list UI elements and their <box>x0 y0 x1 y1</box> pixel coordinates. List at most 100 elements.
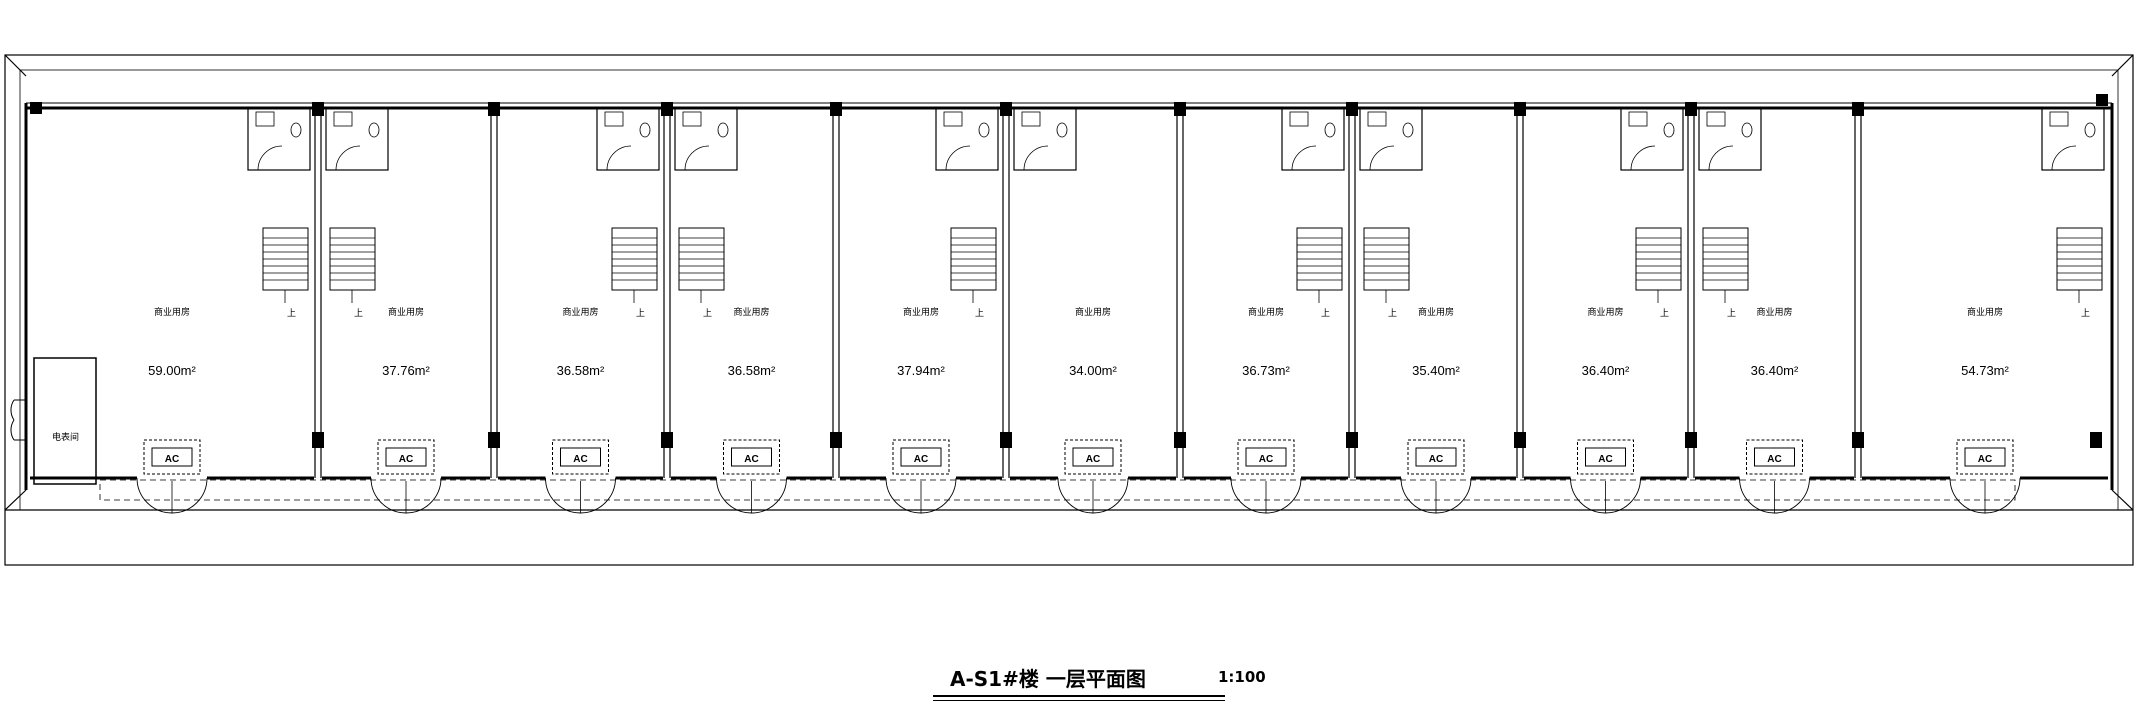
ac-unit <box>723 439 780 475</box>
stair-up-label: 上 <box>354 308 363 319</box>
toilet-door-swing <box>1023 145 1049 171</box>
stair-up-label: 上 <box>1388 308 1397 319</box>
stair-up-label: 上 <box>2081 308 2090 319</box>
column <box>661 432 673 448</box>
ac-unit <box>1746 439 1803 475</box>
sink <box>1021 111 1041 127</box>
column <box>488 102 500 116</box>
stair <box>1635 227 1682 291</box>
stair-up-label: 上 <box>703 308 712 319</box>
column <box>1852 432 1864 448</box>
ac-unit <box>1064 439 1122 475</box>
stair-up-label: 上 <box>975 308 984 319</box>
shop-unit: 上商业用房37.76m²AC <box>322 107 490 514</box>
ac-label: AC <box>1598 454 1612 465</box>
toilet-door-swing <box>1708 145 1734 171</box>
room-area: 36.40m² <box>1751 363 1799 378</box>
entry-door <box>545 477 616 514</box>
sink <box>2049 111 2069 127</box>
ac-box <box>1754 447 1795 467</box>
electric-room <box>33 357 97 485</box>
room-area: 54.73m² <box>1961 363 2009 378</box>
stair <box>1296 227 1343 291</box>
ac-unit <box>377 439 435 475</box>
exterior-wall <box>19 69 2119 511</box>
room-name: 商业用房 <box>1075 306 1111 318</box>
toilet-bowl <box>1056 122 1068 138</box>
entry-door <box>1230 477 1302 514</box>
ac-box <box>560 447 601 467</box>
column <box>1000 432 1012 448</box>
stair <box>1702 227 1749 291</box>
sink <box>682 111 702 127</box>
room-name: 商业用房 <box>1418 306 1454 318</box>
toilet-room <box>935 107 999 171</box>
room-area: 36.73m² <box>1242 363 1290 378</box>
roof-diagonal <box>4 489 27 511</box>
entry-door <box>716 477 787 514</box>
room-name: 商业用房 <box>733 306 769 318</box>
ac-label: AC <box>165 454 179 465</box>
ac-label: AC <box>1767 454 1781 465</box>
ac-label: AC <box>914 454 928 465</box>
toilet-room <box>247 107 311 171</box>
stair-up-label: 上 <box>636 308 645 319</box>
toilet-bowl <box>368 122 380 138</box>
stair <box>1363 227 1410 291</box>
toilet-door-swing <box>945 145 971 171</box>
sink <box>1628 111 1648 127</box>
room-area: 36.40m² <box>1582 363 1630 378</box>
column <box>2090 432 2102 448</box>
ac-box <box>1585 447 1626 467</box>
toilet-bowl <box>2084 122 2096 138</box>
room-area: 37.94m² <box>897 363 945 378</box>
ac-unit <box>1577 439 1634 475</box>
room-area: 37.76m² <box>382 363 430 378</box>
column <box>1685 432 1697 448</box>
column <box>312 432 324 448</box>
room-name: 商业用房 <box>388 306 424 318</box>
entry-door <box>1739 477 1810 514</box>
column <box>1685 102 1697 116</box>
stair-up-label: 上 <box>1727 308 1736 319</box>
toilet-bowl <box>717 122 729 138</box>
entry-door <box>1057 477 1129 514</box>
sink <box>1289 111 1309 127</box>
ac-unit <box>1237 439 1295 475</box>
column <box>1514 432 1526 448</box>
toilet-door-swing <box>2051 145 2077 171</box>
roof-diagonal <box>2111 54 2134 77</box>
stair <box>262 227 309 291</box>
ac-box <box>151 447 193 467</box>
column <box>1514 102 1526 116</box>
roof-outline <box>4 54 2134 566</box>
toilet-room <box>1620 107 1684 171</box>
column <box>1346 102 1358 116</box>
sink <box>255 111 275 127</box>
room-area: 36.58m² <box>557 363 605 378</box>
shop-unit: 上商业用房36.58m²AC <box>671 107 832 514</box>
toilet-room <box>1698 107 1762 171</box>
toilet-room <box>325 107 389 171</box>
ac-box <box>385 447 427 467</box>
ac-label: AC <box>1429 454 1443 465</box>
sink <box>604 111 624 127</box>
ac-label: AC <box>1259 454 1273 465</box>
toilet-bowl <box>1663 122 1675 138</box>
ac-unit <box>552 439 609 475</box>
stair <box>950 227 997 291</box>
ac-box <box>1245 447 1287 467</box>
room-name: 商业用房 <box>1248 306 1284 318</box>
stair-up-label: 上 <box>1321 308 1330 319</box>
ac-label: AC <box>1978 454 1992 465</box>
toilet-room <box>1359 107 1423 171</box>
rooms-layer: 上商业用房59.00m²AC上商业用房37.76m²AC上商业用房36.58m²… <box>30 94 2108 514</box>
column <box>1174 102 1186 116</box>
room-name: 商业用房 <box>1587 306 1623 318</box>
column <box>1852 102 1864 116</box>
